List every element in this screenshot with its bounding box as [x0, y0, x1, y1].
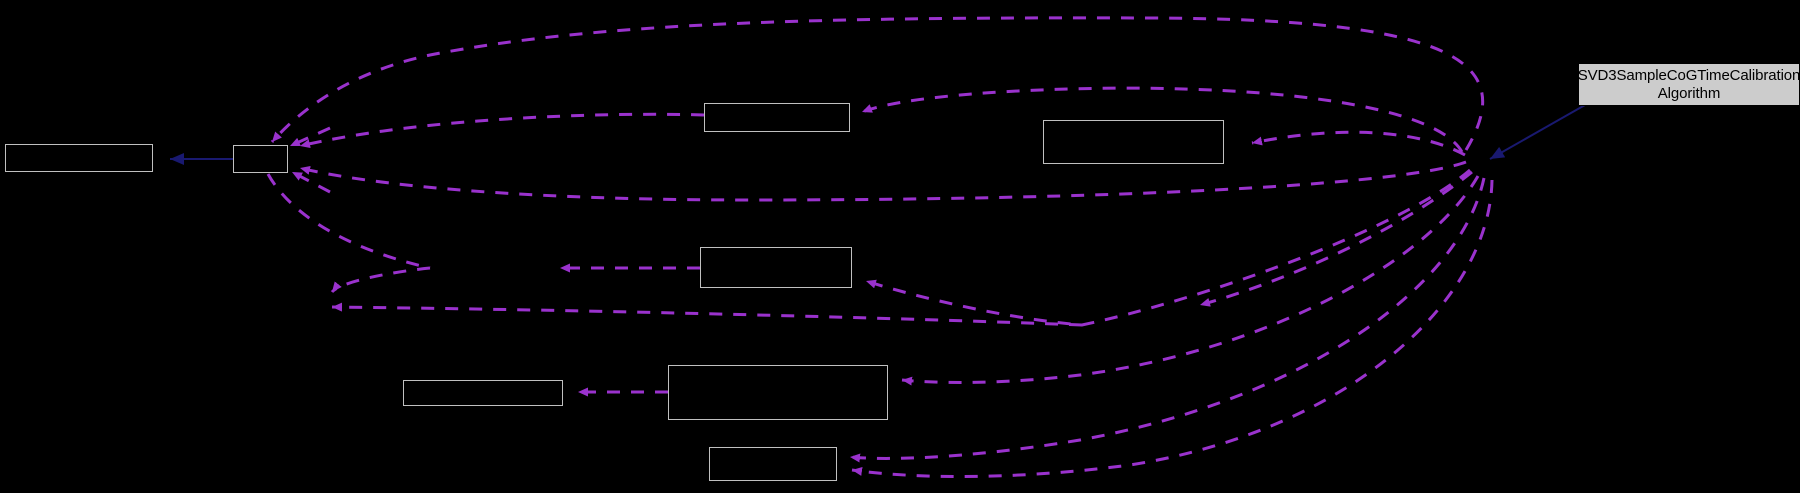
- edge-convergence-to-lower-mid: [901, 175, 1480, 386]
- edge-convergence-diagonal-mid: [1199, 170, 1473, 307]
- unlabeled-node-upper-right[interactable]: [1043, 120, 1224, 164]
- edge-convergence-to-bottom-a: [849, 177, 1486, 463]
- unlabeled-node-lower-middle[interactable]: [668, 365, 888, 420]
- unlabeled-node-bottom[interactable]: [709, 447, 837, 481]
- edge-hub-lower-branch-b: [331, 302, 1083, 327]
- svd3-sample-cog-time-calibration-algorithm-node[interactable]: SVD3SampleCoGTimeCalibration Algorithm: [1578, 63, 1800, 106]
- edge-long-horizontal-to-hub: [299, 160, 1467, 202]
- edge-hub-branch-a-tail: [266, 173, 431, 270]
- primary-node-label: SVD3SampleCoGTimeCalibration Algorithm: [1577, 66, 1800, 102]
- edge-convergence-to-upper-right: [1251, 130, 1466, 157]
- unlabeled-node-middle[interactable]: [700, 247, 852, 288]
- edge-primary-to-convergence: [1489, 104, 1586, 160]
- edge-hub-stub-upper: [289, 126, 331, 148]
- unlabeled-node-upper-middle[interactable]: [704, 103, 850, 132]
- unlabeled-node-hub[interactable]: [233, 145, 288, 173]
- edge-hub-lower-branch-a: [330, 266, 431, 294]
- unlabeled-node-far-left[interactable]: [5, 144, 153, 172]
- edge-upper-mid-to-hub: [299, 112, 705, 149]
- edge-top-sweep-to-hub: [270, 16, 1485, 151]
- edge-convergence-to-bottom-b: [851, 179, 1494, 478]
- unlabeled-node-lower-left[interactable]: [403, 380, 563, 406]
- edge-hub-stub-lower: [291, 170, 331, 194]
